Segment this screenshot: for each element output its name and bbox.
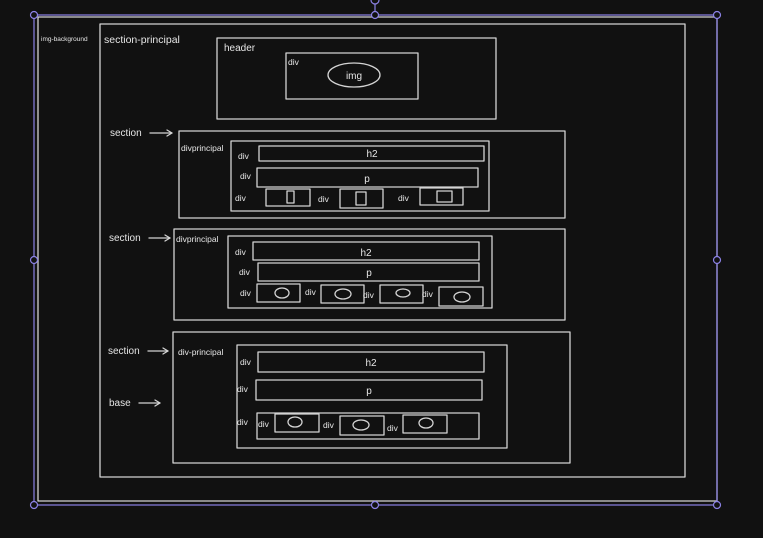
s1-card-3-icon bbox=[436, 190, 453, 203]
s2-card-4-icon bbox=[453, 291, 471, 303]
divprincipal-1-label: divprincipal bbox=[181, 143, 224, 153]
arrow-right-icon bbox=[148, 234, 171, 242]
s2-card-3-icon bbox=[395, 288, 411, 298]
s2-card-2-label: div bbox=[305, 287, 317, 297]
s3-card-2-label: div bbox=[323, 420, 335, 430]
s3-h2-label: h2 bbox=[365, 358, 377, 369]
resize-handle-bottom-left[interactable] bbox=[29, 500, 39, 510]
s1-card-3-box bbox=[419, 187, 464, 206]
s2-card-1-label: div bbox=[240, 288, 252, 298]
divprincipal-2-box bbox=[227, 235, 493, 309]
s2-card-1-box bbox=[256, 283, 301, 303]
img-ellipse bbox=[327, 62, 381, 88]
header-block: header div img bbox=[216, 37, 497, 120]
header-box bbox=[216, 37, 497, 120]
arrow-right-icon bbox=[149, 129, 173, 137]
s3-p-box bbox=[255, 379, 483, 401]
arrow-right-icon bbox=[138, 399, 161, 407]
s1-card-2-box bbox=[339, 188, 384, 209]
s2-card-4-box bbox=[438, 286, 484, 307]
header-label: header bbox=[224, 43, 256, 54]
s1-card-1-label: div bbox=[235, 193, 247, 203]
section-principal-box bbox=[99, 23, 686, 478]
section-1: section divprincipal div h2 div p div di… bbox=[110, 128, 566, 219]
resize-handle-top[interactable] bbox=[370, 10, 380, 20]
s3-card-3-label: div bbox=[387, 423, 399, 433]
s2-card-2-box bbox=[320, 284, 365, 304]
s1-h2-div-label: div bbox=[238, 151, 250, 161]
divprincipal-2-label: divprincipal bbox=[176, 234, 219, 244]
s3-h2-box bbox=[257, 351, 485, 373]
s3-row-div-label: div bbox=[237, 417, 249, 427]
section-3-label: section bbox=[108, 346, 140, 357]
resize-handle-left[interactable] bbox=[29, 255, 39, 265]
s3-card-1-icon bbox=[287, 416, 303, 428]
s3-card-2-box bbox=[339, 415, 385, 436]
base-label: base bbox=[109, 398, 131, 409]
section-2-label: section bbox=[109, 233, 141, 244]
s1-h2-label: h2 bbox=[366, 149, 378, 160]
img-label: img bbox=[346, 71, 362, 82]
s2-card-1-icon bbox=[274, 287, 290, 299]
img-background-frame bbox=[37, 16, 718, 502]
resize-handle-right[interactable] bbox=[712, 255, 722, 265]
section-1-box bbox=[178, 130, 566, 219]
s3-p-label: p bbox=[366, 386, 372, 397]
s3-card-1-box bbox=[274, 413, 320, 433]
header-div-label: div bbox=[288, 57, 300, 67]
s2-card-2-icon bbox=[334, 288, 352, 300]
s1-p-box bbox=[256, 167, 479, 188]
resize-handle-top-left[interactable] bbox=[29, 10, 39, 20]
s1-h2-box bbox=[258, 145, 485, 162]
resize-handle-bottom[interactable] bbox=[370, 500, 380, 510]
s2-p-label: p bbox=[366, 268, 372, 279]
header-div-box bbox=[285, 52, 419, 100]
div-principal-3-label: div-principal bbox=[178, 347, 223, 357]
s1-card-2-icon bbox=[355, 191, 367, 206]
s3-card-3-icon bbox=[418, 417, 434, 429]
resize-handle-top-right[interactable] bbox=[712, 10, 722, 20]
s1-p-label: p bbox=[364, 174, 370, 185]
s3-p-div-label: div bbox=[237, 384, 249, 394]
divprincipal-1-box bbox=[230, 140, 490, 212]
s2-card-4-label: div bbox=[422, 289, 434, 299]
s2-h2-box bbox=[252, 241, 480, 261]
section-2: section divprincipal div h2 div p div di… bbox=[109, 228, 566, 321]
s2-p-div-label: div bbox=[239, 267, 251, 277]
s3-card-1-label: div bbox=[258, 419, 270, 429]
s2-card-3-label: div bbox=[363, 290, 375, 300]
div-principal-3-box bbox=[236, 344, 508, 449]
s3-card-3-box bbox=[402, 414, 448, 434]
s3-card-2-icon bbox=[352, 419, 370, 431]
resize-handle-bottom-right[interactable] bbox=[712, 500, 722, 510]
section-3-box bbox=[172, 331, 571, 464]
rotate-handle[interactable] bbox=[370, 0, 380, 5]
section-1-label: section bbox=[110, 128, 142, 139]
s1-card-3-label: div bbox=[398, 193, 410, 203]
section-3: section div-principal div h2 div p div d… bbox=[108, 331, 571, 464]
s3-cards-row-box bbox=[256, 412, 480, 440]
s2-card-3-box bbox=[379, 284, 424, 304]
s1-card-1-box bbox=[265, 188, 311, 207]
s3-h2-div-label: div bbox=[240, 357, 252, 367]
section-principal-label: section-principal bbox=[104, 34, 180, 46]
s2-h2-label: h2 bbox=[360, 248, 372, 259]
arrow-right-icon bbox=[147, 347, 169, 355]
section-2-box bbox=[173, 228, 566, 321]
s2-h2-div-label: div bbox=[235, 247, 247, 257]
s2-p-box bbox=[257, 262, 480, 282]
s1-p-div-label: div bbox=[240, 171, 252, 181]
s1-card-2-label: div bbox=[318, 194, 330, 204]
s1-card-1-icon bbox=[286, 190, 295, 204]
img-background-label: img-background bbox=[41, 36, 88, 43]
